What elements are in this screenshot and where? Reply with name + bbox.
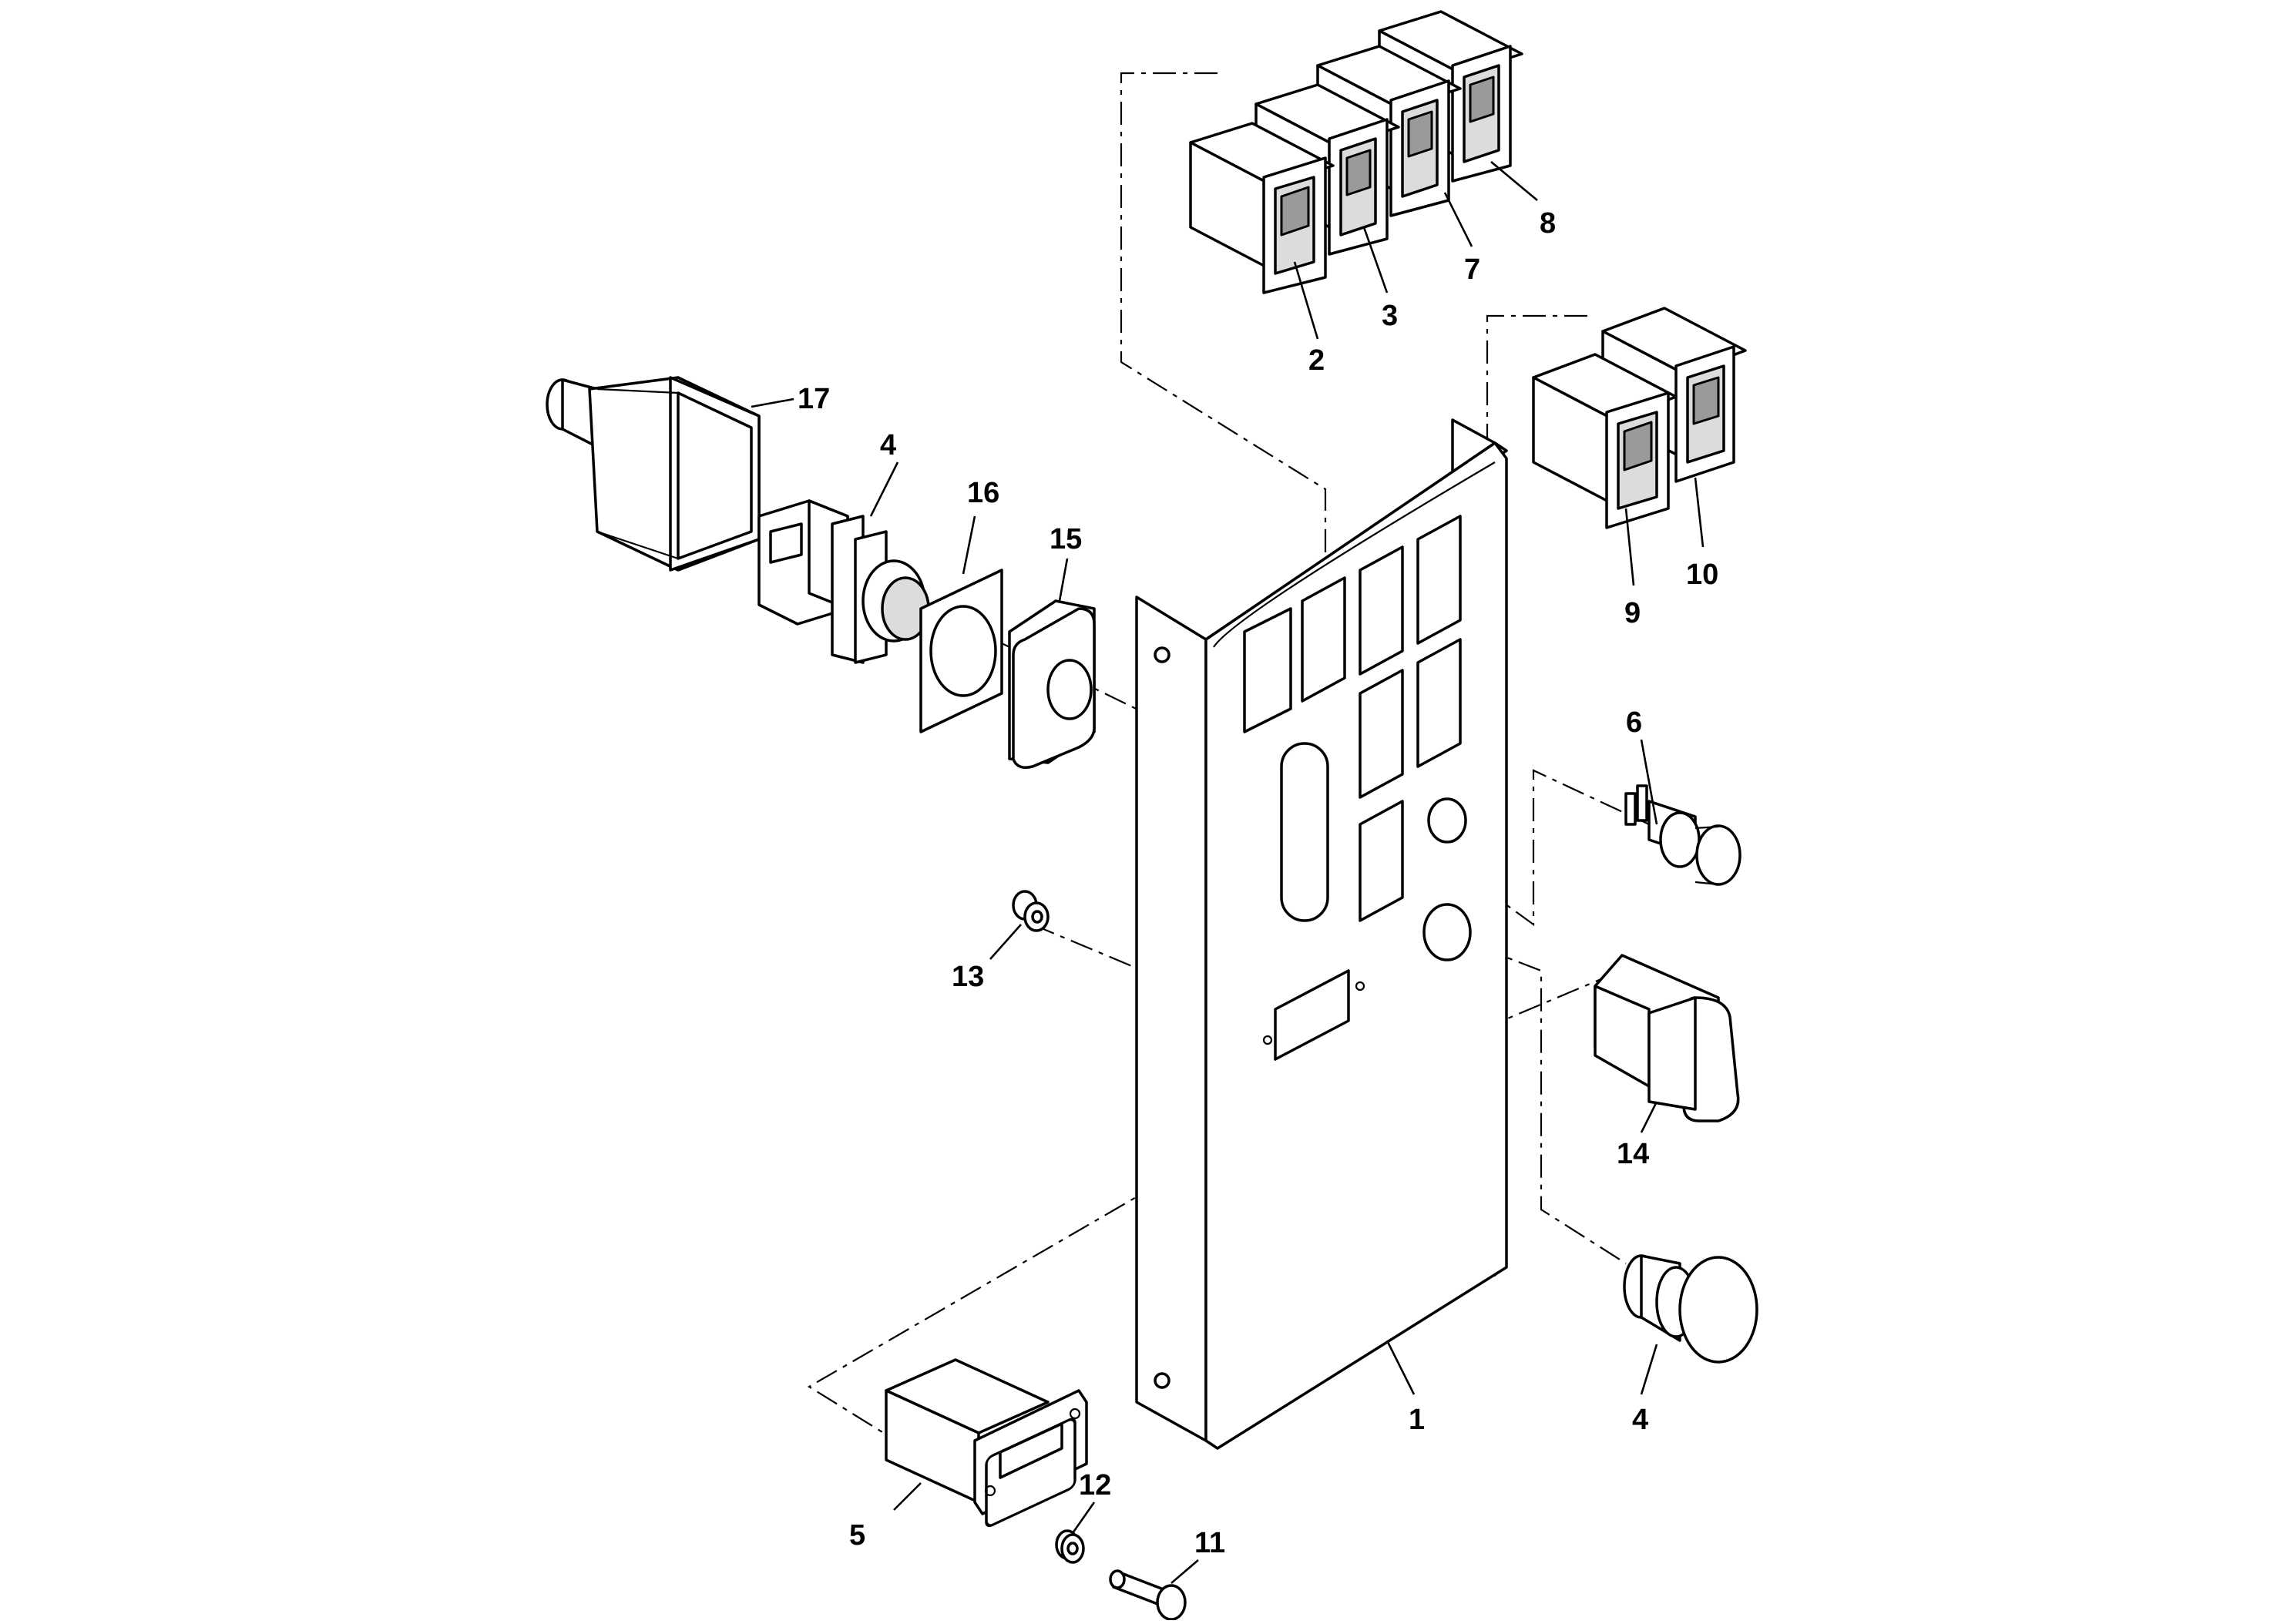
bezel [1008, 599, 1096, 769]
indicator-lamp [1624, 784, 1741, 886]
rocker-switch-group-top [1189, 10, 1523, 294]
callout-1: 1 [1409, 1404, 1425, 1436]
contact-block [757, 499, 930, 664]
square-indicator [1594, 954, 1740, 1122]
callout-3: 3 [1382, 300, 1398, 332]
callout-15: 15 [1050, 523, 1082, 555]
callout-16: 16 [967, 477, 999, 509]
callout-2: 2 [1308, 344, 1325, 377]
protective-cover [546, 376, 761, 572]
control-panel-plate [1135, 418, 1508, 1450]
callout-13: 13 [952, 961, 984, 993]
leader-lines [751, 161, 1705, 1584]
callout-9: 9 [1624, 597, 1641, 629]
callout-7: 7 [1464, 253, 1480, 286]
rocker-switch-9 [1532, 353, 1678, 529]
rocker-switch-2 [1189, 122, 1335, 294]
rocker-switch-group-right [1532, 307, 1747, 529]
gasket [919, 569, 1003, 733]
callout-5: 5 [849, 1519, 865, 1552]
washer [1055, 1529, 1085, 1564]
mushroom-push-button [1623, 1254, 1758, 1364]
panel-cutouts [1243, 515, 1472, 1061]
callout-4-contact-block: 4 [880, 429, 896, 461]
callout-10: 10 [1686, 559, 1718, 591]
nut [1012, 890, 1050, 932]
screw [1109, 1569, 1187, 1621]
callout-11: 11 [1194, 1527, 1225, 1559]
callout-14: 14 [1617, 1138, 1649, 1170]
callout-8: 8 [1540, 207, 1556, 240]
hour-meter [885, 1358, 1088, 1528]
callouts: 1 2 3 4 4 5 6 7 8 9 10 11 12 13 14 15 16… [798, 207, 1718, 1559]
callout-17: 17 [798, 383, 830, 415]
callout-6: 6 [1626, 706, 1642, 739]
callout-4-push-button: 4 [1632, 1404, 1648, 1436]
callout-12: 12 [1079, 1469, 1111, 1502]
